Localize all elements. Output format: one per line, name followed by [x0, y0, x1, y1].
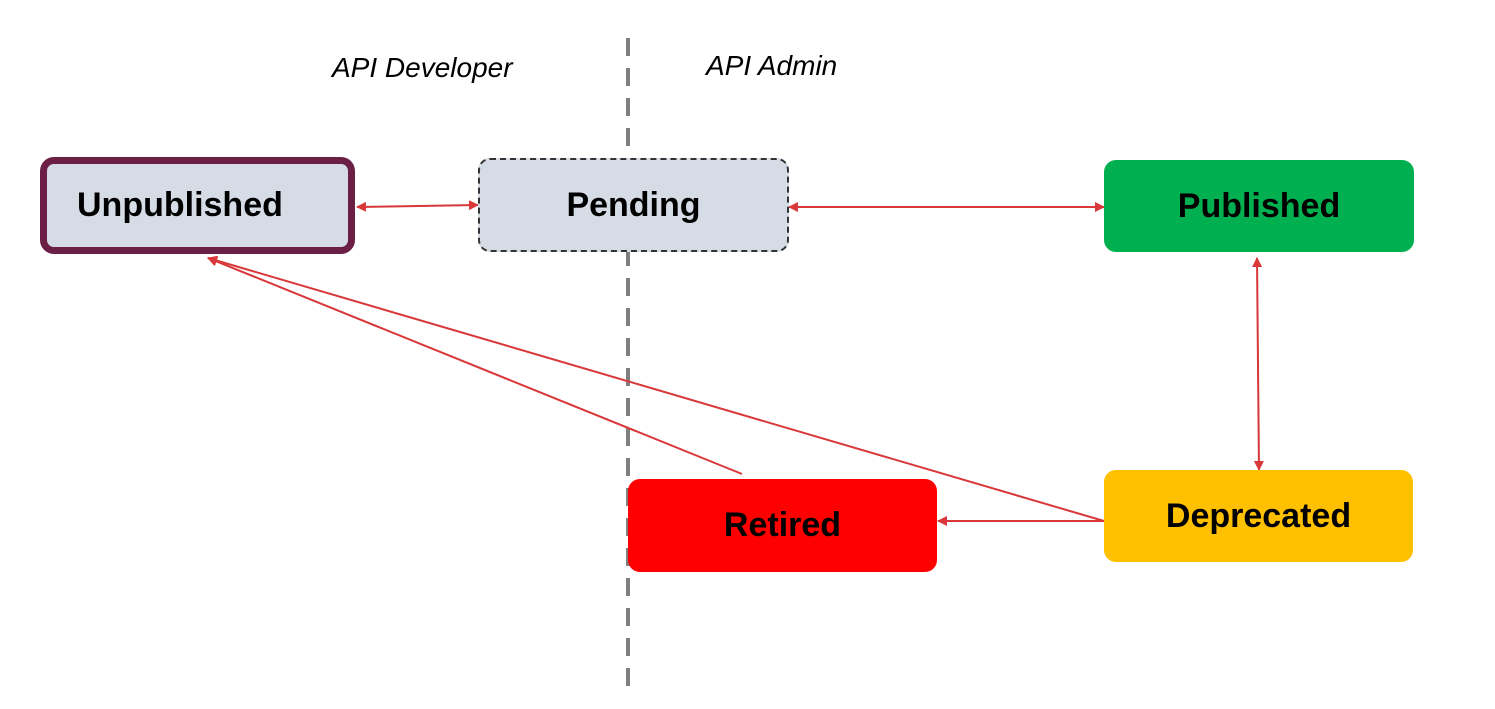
arrow-deprecated-unpublished — [207, 255, 1105, 522]
arrow-retired-unpublished — [207, 256, 743, 475]
state-deprecated-label: Deprecated — [1165, 496, 1352, 535]
state-retired: Retired — [628, 479, 937, 572]
state-published: Published — [1104, 160, 1414, 252]
role-label-developer: API Developer — [332, 52, 513, 83]
state-pending: Pending — [478, 158, 789, 252]
state-published-label: Published — [1177, 186, 1341, 225]
arrow-unpublished-pending — [356, 200, 479, 212]
arrow-published-deprecated — [1252, 257, 1264, 471]
state-retired-label: Retired — [723, 506, 842, 544]
role-label-admin: API Admin — [706, 50, 838, 81]
state-unpublished: Unpublished — [40, 157, 355, 254]
state-pending-label: Pending — [566, 185, 701, 224]
state-unpublished-label: Unpublished — [77, 186, 283, 224]
state-deprecated: Deprecated — [1104, 470, 1413, 562]
